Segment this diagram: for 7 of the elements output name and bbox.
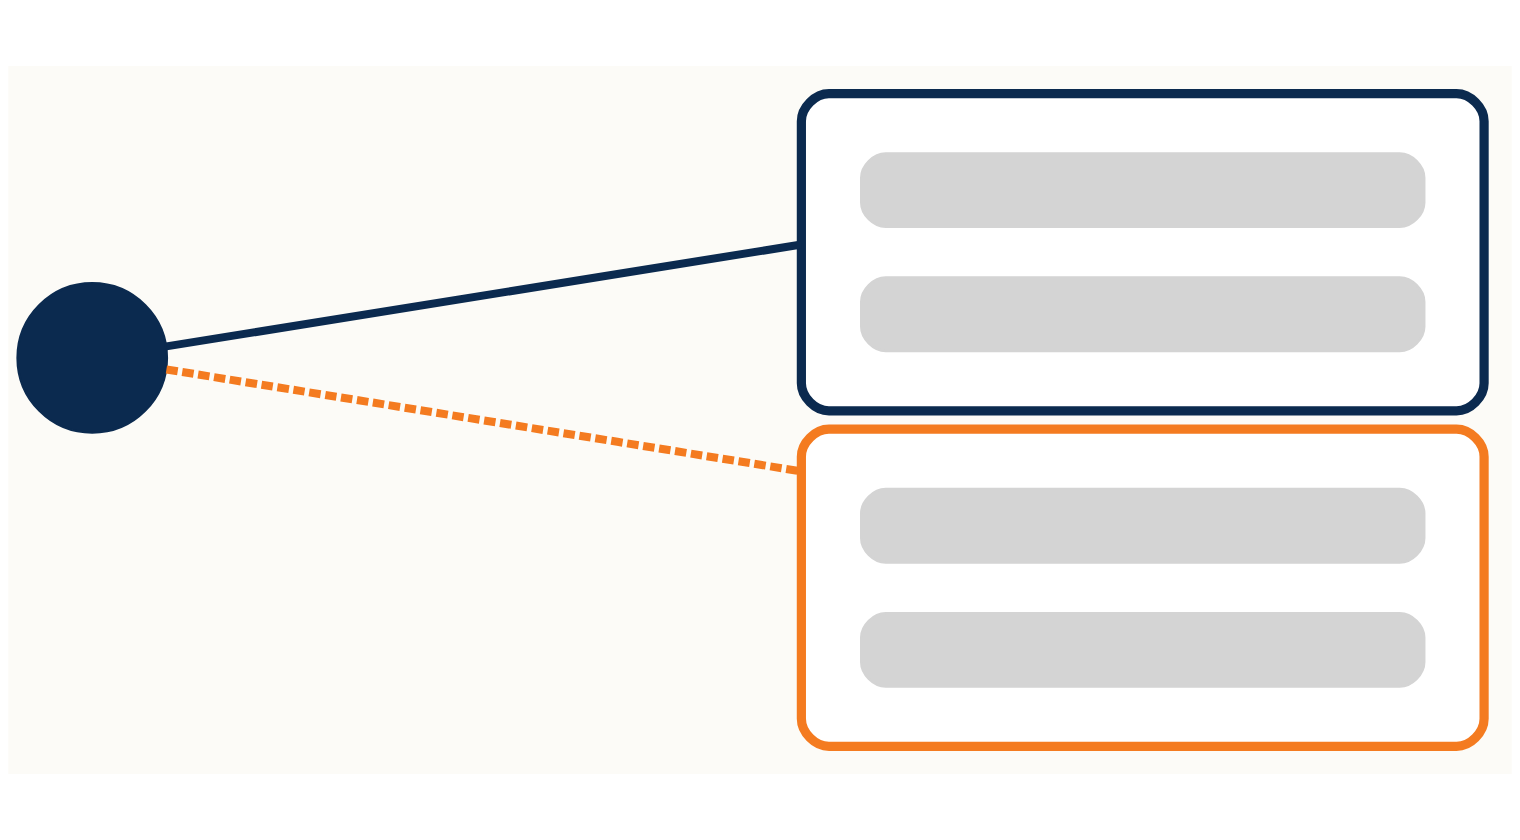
cluster: [796, 424, 1489, 751]
cluster: [796, 89, 1489, 416]
node-bar: [860, 487, 1426, 564]
node-bar: [860, 276, 1426, 353]
node-bar: [860, 152, 1426, 229]
node-circle: [16, 282, 169, 434]
node-bar: [860, 611, 1426, 688]
